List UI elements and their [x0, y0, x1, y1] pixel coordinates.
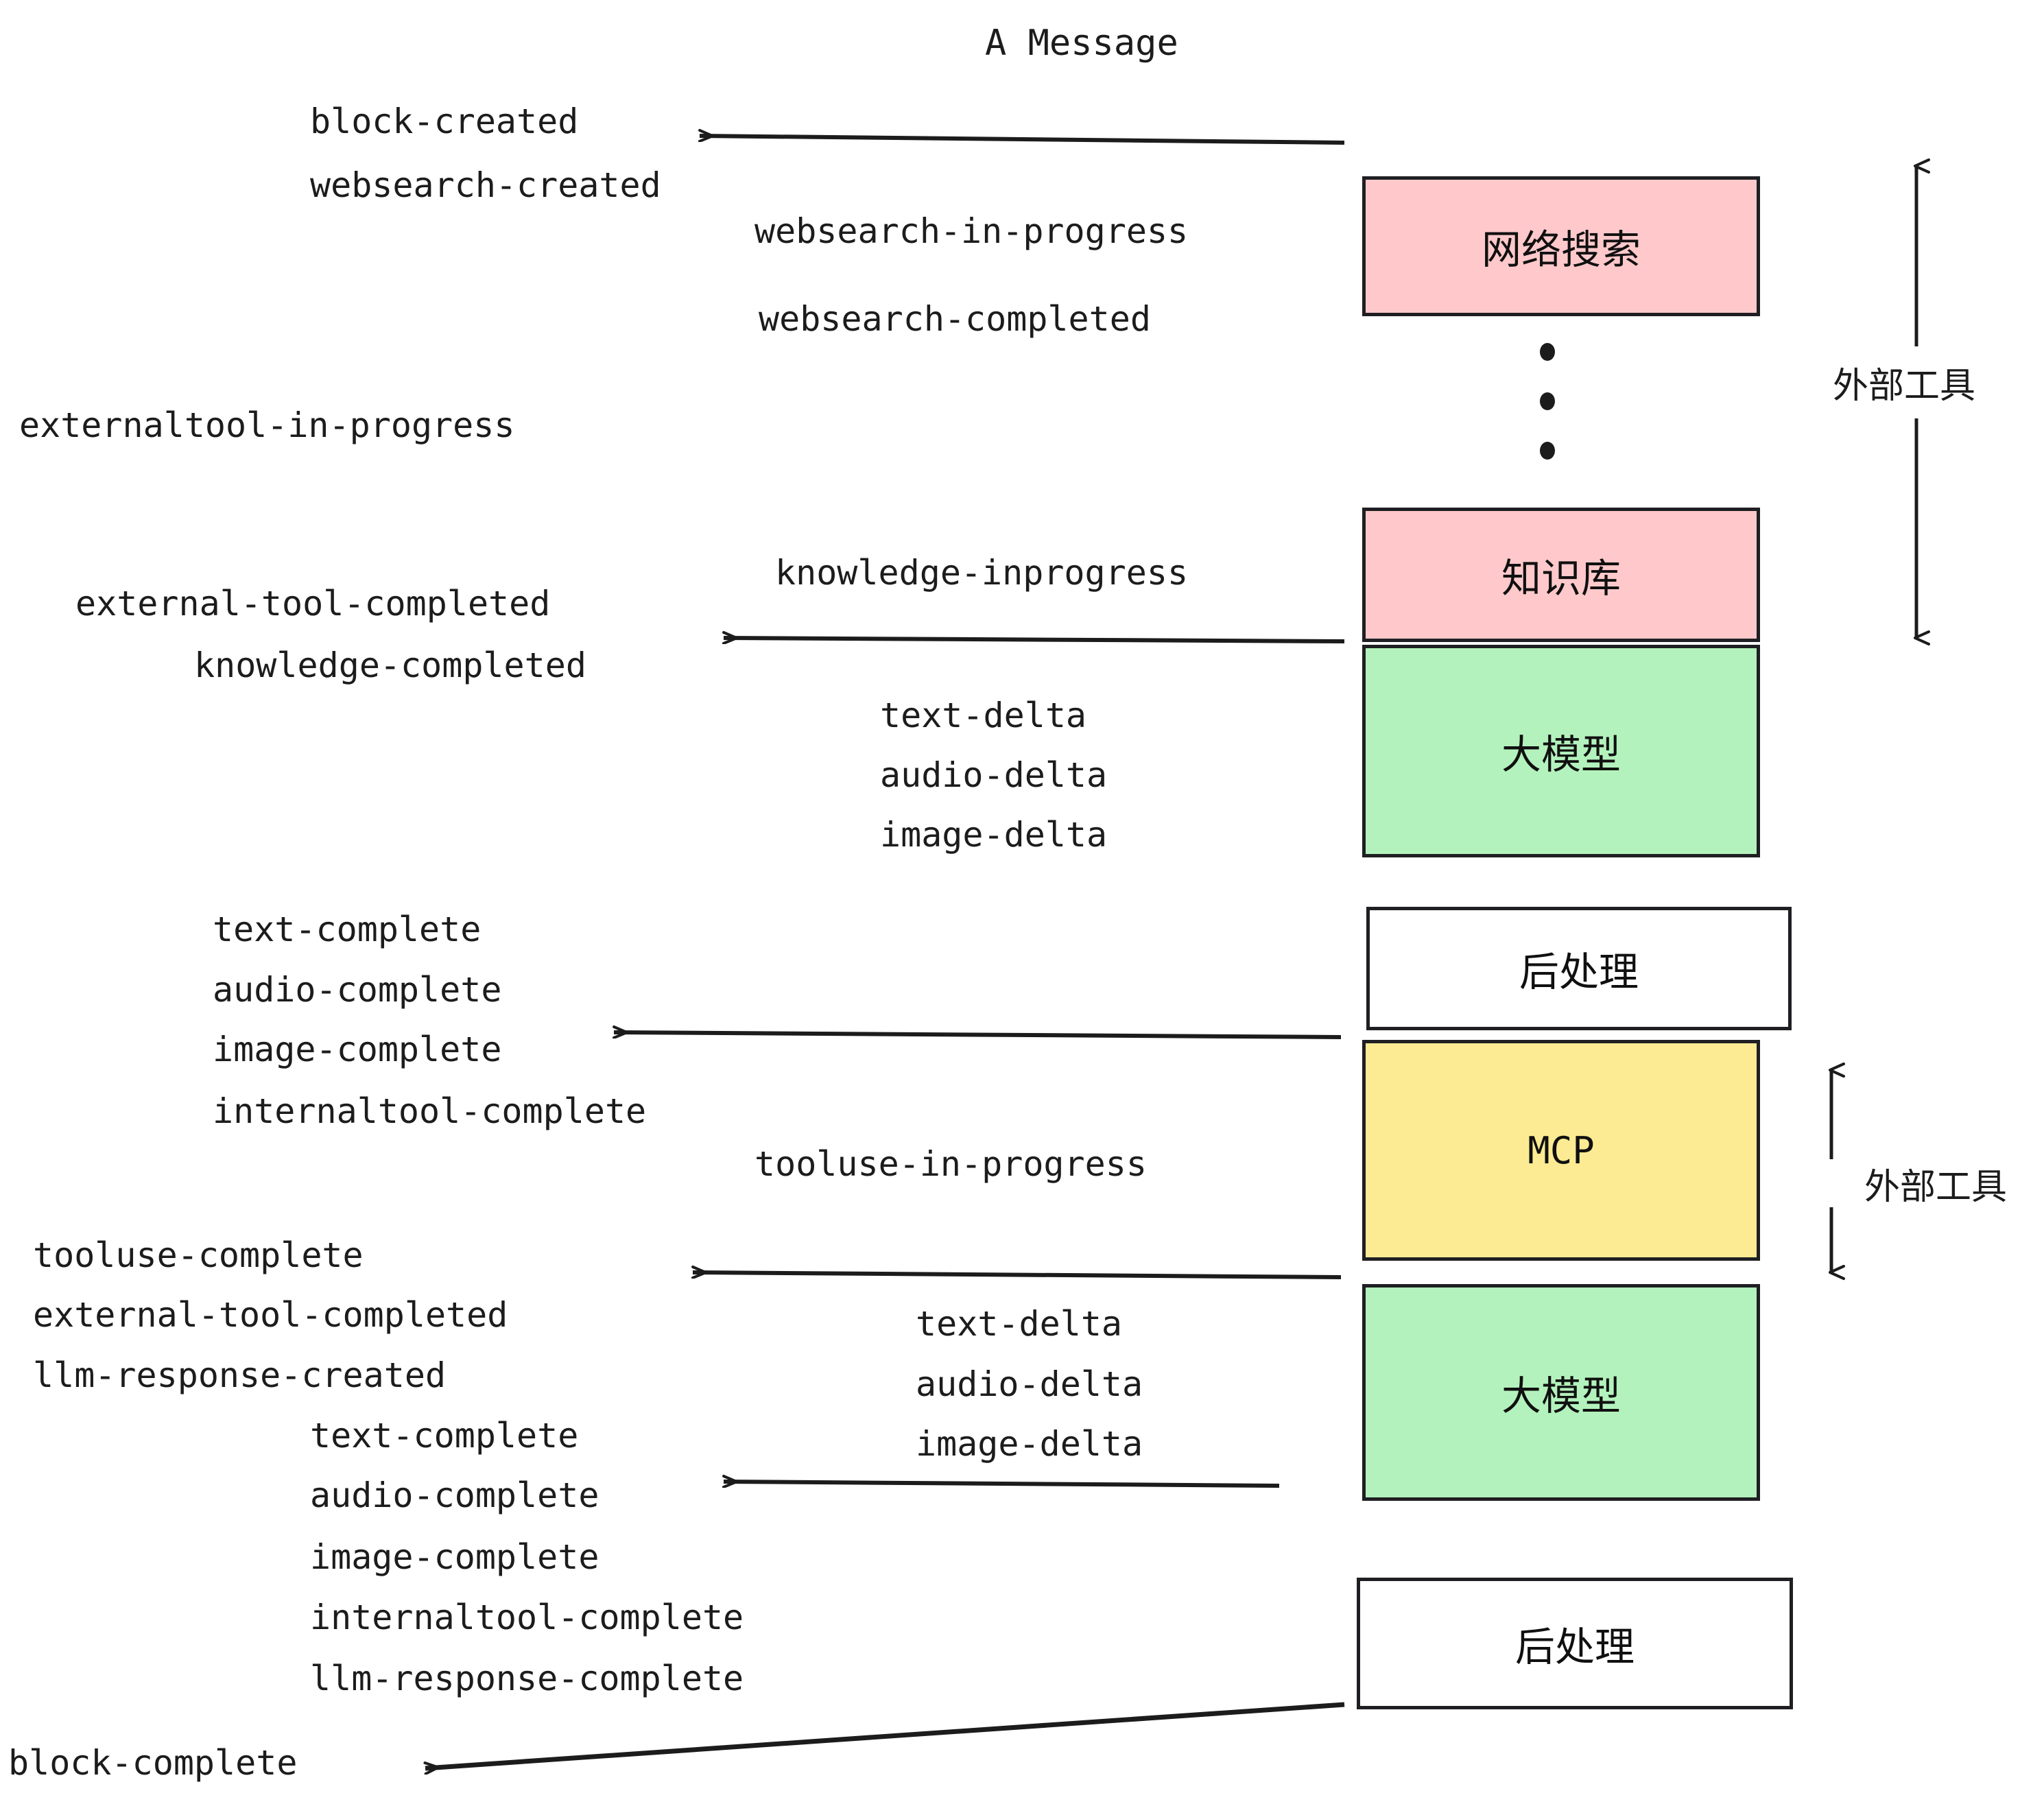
vertical-ellipsis: [1539, 343, 1556, 460]
event-tooluse-complete: tooluse-complete: [33, 1235, 364, 1275]
event-external-tool-completed-2: external-tool-completed: [33, 1295, 508, 1335]
event-knowledge-inprogress: knowledge-inprogress: [775, 553, 1189, 593]
event-block-complete: block-complete: [8, 1743, 298, 1783]
event-audio-delta-2: audio-delta: [916, 1364, 1143, 1404]
arrow-llm2-to-tooluse-complete: [693, 1272, 1342, 1279]
event-externaltool-in-progress: externaltool-in-progress: [19, 405, 515, 445]
node-llm-2[interactable]: 大模型: [1362, 1284, 1760, 1501]
node-websearch-label: 网络搜索: [1481, 226, 1641, 273]
arrow-mcp-to-image-complete: [614, 1032, 1342, 1039]
event-llm-response-created: llm-response-created: [33, 1355, 447, 1395]
event-websearch-in-progress: websearch-in-progress: [754, 211, 1189, 251]
event-audio-complete-2: audio-complete: [310, 1475, 599, 1515]
event-internaltool-complete-1: internaltool-complete: [213, 1091, 647, 1131]
arrow-websearch-to-created: [700, 136, 1345, 145]
event-text-delta-1: text-delta: [880, 696, 1087, 735]
ellipsis-dot: [1540, 392, 1555, 410]
event-image-delta-2: image-delta: [916, 1424, 1143, 1464]
event-text-complete-1: text-complete: [213, 910, 482, 949]
event-internaltool-complete-2: internaltool-complete: [310, 1598, 744, 1637]
node-llm-2-label: 大模型: [1501, 1373, 1621, 1419]
node-postprocess-2-label: 后处理: [1514, 1624, 1635, 1670]
ellipsis-dot: [1540, 442, 1555, 460]
event-llm-response-complete: llm-response-complete: [310, 1659, 744, 1698]
event-tooluse-in-progress: tooluse-in-progress: [754, 1144, 1147, 1184]
node-postprocess-2[interactable]: 后处理: [1357, 1578, 1793, 1709]
node-websearch[interactable]: 网络搜索: [1362, 176, 1760, 316]
node-mcp-label: MCP: [1528, 1128, 1595, 1172]
node-postprocess-1[interactable]: 后处理: [1366, 907, 1792, 1030]
diagram-title: A Message: [985, 23, 1178, 64]
node-mcp[interactable]: MCP: [1362, 1040, 1760, 1261]
event-text-delta-2: text-delta: [916, 1304, 1123, 1344]
arrow-postprocess2-to-block-complete: [425, 1702, 1345, 1768]
event-websearch-created: websearch-created: [310, 165, 661, 205]
event-knowledge-completed: knowledge-completed: [194, 645, 586, 685]
arrow-llm1-to-knowledge-completed: [724, 638, 1345, 641]
event-text-complete-2: text-complete: [310, 1416, 579, 1456]
node-knowledge-label: 知识库: [1501, 555, 1621, 602]
event-external-tool-completed-1: external-tool-completed: [75, 584, 551, 624]
arrow-llm2-to-audio-complete: [724, 1482, 1280, 1486]
event-audio-complete-1: audio-complete: [213, 970, 502, 1010]
node-knowledge[interactable]: 知识库: [1362, 508, 1760, 642]
event-block-created: block-created: [310, 102, 579, 141]
node-postprocess-1-label: 后处理: [1519, 949, 1639, 995]
event-image-delta-1: image-delta: [880, 815, 1108, 855]
event-websearch-completed: websearch-completed: [759, 299, 1151, 339]
event-image-complete-1: image-complete: [213, 1030, 502, 1069]
ellipsis-dot: [1540, 343, 1555, 361]
node-llm-1[interactable]: 大模型: [1362, 645, 1760, 857]
external-tools-top-label: 外部工具: [1833, 366, 1976, 407]
event-image-complete-2: image-complete: [310, 1537, 599, 1577]
event-audio-delta-1: audio-delta: [880, 755, 1108, 795]
node-llm-1-label: 大模型: [1501, 731, 1621, 778]
external-tools-bottom-label: 外部工具: [1864, 1167, 2008, 1208]
